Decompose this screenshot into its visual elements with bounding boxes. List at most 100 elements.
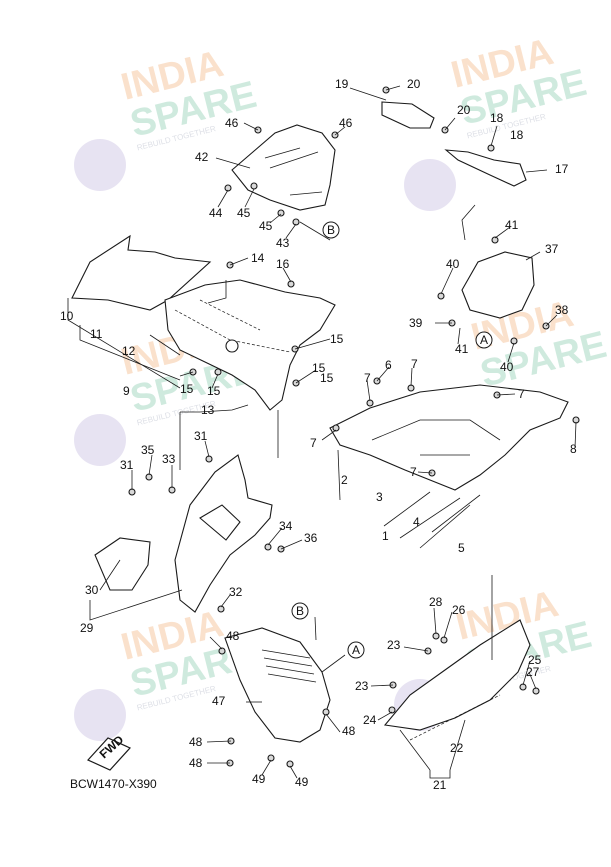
fwd-arrow-icon: FWD — [87, 732, 131, 771]
part-number-label: 33 — [162, 452, 176, 466]
part-number-label: 22 — [450, 741, 464, 755]
callout-a-label: A — [480, 333, 488, 347]
part-number-label: 12 — [122, 344, 136, 358]
lower-cowl-47 — [224, 627, 331, 743]
part-number-label: 16 — [276, 257, 290, 271]
lower-panel-2-detail — [371, 419, 501, 456]
part-number-label: 43 — [276, 236, 290, 250]
part-number-label: 48 — [189, 735, 203, 749]
part-number-label: 36 — [304, 531, 318, 545]
part-number-label: 7 — [411, 357, 418, 371]
part-number-label: 7 — [518, 387, 525, 401]
part-number-label: 45 — [237, 206, 251, 220]
part-number-label: 14 — [251, 251, 265, 265]
part-number-label: 7 — [310, 436, 317, 450]
part-number-label: 48 — [226, 629, 240, 643]
part-number-label: 15 — [207, 384, 221, 398]
part-number-label: 15 — [180, 382, 194, 396]
part-number-label: 24 — [363, 713, 377, 727]
part-number-label: 21 — [433, 778, 447, 792]
part-number-label: 44 — [209, 206, 223, 220]
part-number-label: 17 — [555, 162, 569, 176]
part-number-label: 4 — [413, 515, 420, 529]
part-number-label: 18 — [490, 111, 504, 125]
part-number-label: 1 — [382, 529, 389, 543]
part-number-label: 31 — [194, 429, 208, 443]
cowl-37 — [461, 251, 535, 319]
part-number-label: 15 — [312, 361, 326, 375]
upper-cowl-42-detail — [264, 147, 323, 196]
part-number-label: 30 — [85, 583, 99, 597]
leader-lines — [67, 85, 577, 779]
part-number-label: 40 — [446, 257, 460, 271]
upper-cowl-42 — [231, 124, 336, 211]
part-number-label: 8 — [570, 442, 577, 456]
side-cowl-12 — [164, 279, 336, 411]
part-number-label: 32 — [229, 585, 243, 599]
callout-b-label: B — [327, 223, 335, 237]
part-number-label: 13 — [201, 403, 215, 417]
part-number-label: 46 — [339, 116, 353, 130]
watermark-top-left: INDIA SPARE REBUILD TOGETHER — [117, 43, 261, 152]
part-number-label: 46 — [225, 116, 239, 130]
part-number-label: 11 — [90, 327, 103, 341]
panel-17 — [444, 149, 527, 187]
part-number-label: 37 — [545, 242, 559, 256]
part-number-label: 19 — [335, 77, 349, 91]
part-number-label: 7 — [410, 465, 417, 479]
part-number-label: 26 — [452, 603, 466, 617]
lower-panel-2 — [329, 384, 569, 491]
part-number-label: 18 — [510, 128, 524, 142]
part-number-label: 9 — [123, 384, 130, 398]
grille — [261, 649, 317, 683]
part-number-label: 5 — [458, 541, 465, 555]
panel-30 — [94, 537, 151, 591]
part-number-label: 41 — [455, 342, 469, 356]
callout-a-label: A — [352, 643, 360, 657]
part-number-label: 15 — [330, 332, 344, 346]
part-number-label: 34 — [279, 519, 293, 533]
under-cowl-22 — [383, 619, 531, 731]
part-number-label: 48 — [342, 724, 356, 738]
part-number-label: 25 — [528, 653, 542, 667]
part-number-label: 40 — [500, 360, 514, 374]
part-number-label: 35 — [141, 443, 155, 457]
part-number-label: 49 — [295, 775, 309, 789]
part-number-label: 38 — [555, 303, 569, 317]
part-number-label: 49 — [252, 772, 266, 786]
callout-a-top: A — [475, 331, 493, 349]
callout-b-label: B — [296, 604, 304, 618]
part-number-label: 20 — [407, 77, 421, 91]
callout-b-bottom: B — [291, 602, 309, 620]
part-number-label: 3 — [376, 490, 383, 504]
part-number-label: 42 — [195, 150, 209, 164]
part-number-label: 15 — [320, 371, 334, 385]
fasteners — [128, 86, 580, 768]
part-number-label: 2 — [341, 473, 348, 487]
part-number-label: 39 — [409, 316, 423, 330]
part-number-label: 6 — [385, 358, 392, 372]
part-number-label: 7 — [364, 371, 371, 385]
part-number-label: 47 — [212, 694, 226, 708]
grommet — [225, 339, 239, 353]
part-number-label: 28 — [429, 595, 443, 609]
under-cowl-22-dash — [409, 694, 501, 741]
part-number-label: 31 — [120, 458, 134, 472]
side-cover-29-vent — [199, 504, 241, 541]
part-number-label: 29 — [80, 621, 94, 635]
panel-11 — [71, 234, 212, 311]
part-number-label: 27 — [526, 665, 540, 679]
part-number-label: 48 — [189, 756, 203, 770]
part-number-label: 23 — [355, 679, 369, 693]
callout-a-bottom: A — [347, 641, 365, 659]
watermark-group: INDIA SPARE REBUILD TOGETHER INDIA SPARE… — [74, 31, 611, 741]
watermark-top-right: INDIA SPARE REBUILD TOGETHER — [447, 31, 591, 140]
part-number-label: 45 — [259, 219, 273, 233]
part-number-label: 41 — [505, 218, 519, 232]
part-number-label: 23 — [387, 638, 401, 652]
diagram-code: BCW1470-X390 — [70, 777, 157, 791]
part-number-label: 20 — [457, 103, 471, 117]
callout-b-top: B — [322, 221, 340, 239]
